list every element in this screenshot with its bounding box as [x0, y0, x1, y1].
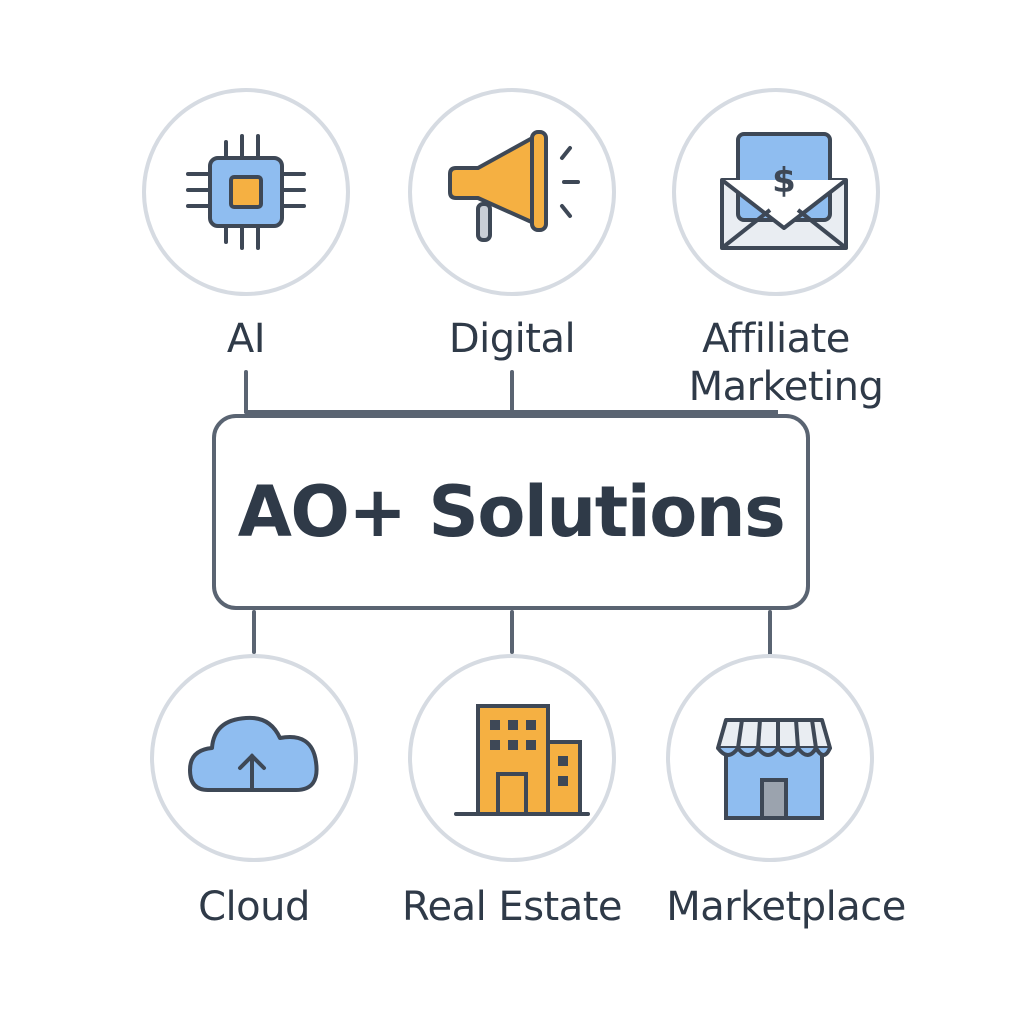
node-affiliate-label-line1: Affiliate	[702, 316, 850, 362]
node-cloud-circle	[150, 654, 358, 862]
cloud-upload-icon	[188, 715, 319, 792]
megaphone-icon	[448, 130, 580, 242]
center-title: AO+ Solutions	[237, 471, 786, 553]
envelope-dollar-icon: $	[720, 132, 848, 250]
svg-text:$: $	[772, 161, 796, 201]
node-digital-circle	[408, 88, 616, 296]
node-real-estate-circle	[408, 654, 616, 862]
node-ai-label: AI	[226, 316, 266, 362]
node-marketplace-circle	[666, 654, 874, 862]
node-marketplace-label: Marketplace	[666, 884, 906, 930]
cpu-chip-icon	[186, 134, 306, 250]
buildings-icon	[454, 704, 590, 816]
storefront-icon	[716, 718, 832, 820]
node-cloud-label: Cloud	[198, 884, 310, 930]
node-ai-circle	[142, 88, 350, 296]
node-affiliate-circle: $	[672, 88, 880, 296]
node-affiliate-label-line2: Marketing	[688, 364, 884, 410]
center-box: AO+ Solutions	[212, 414, 810, 610]
node-digital-label: Digital	[448, 316, 576, 362]
node-real-estate-label: Real Estate	[401, 884, 623, 930]
